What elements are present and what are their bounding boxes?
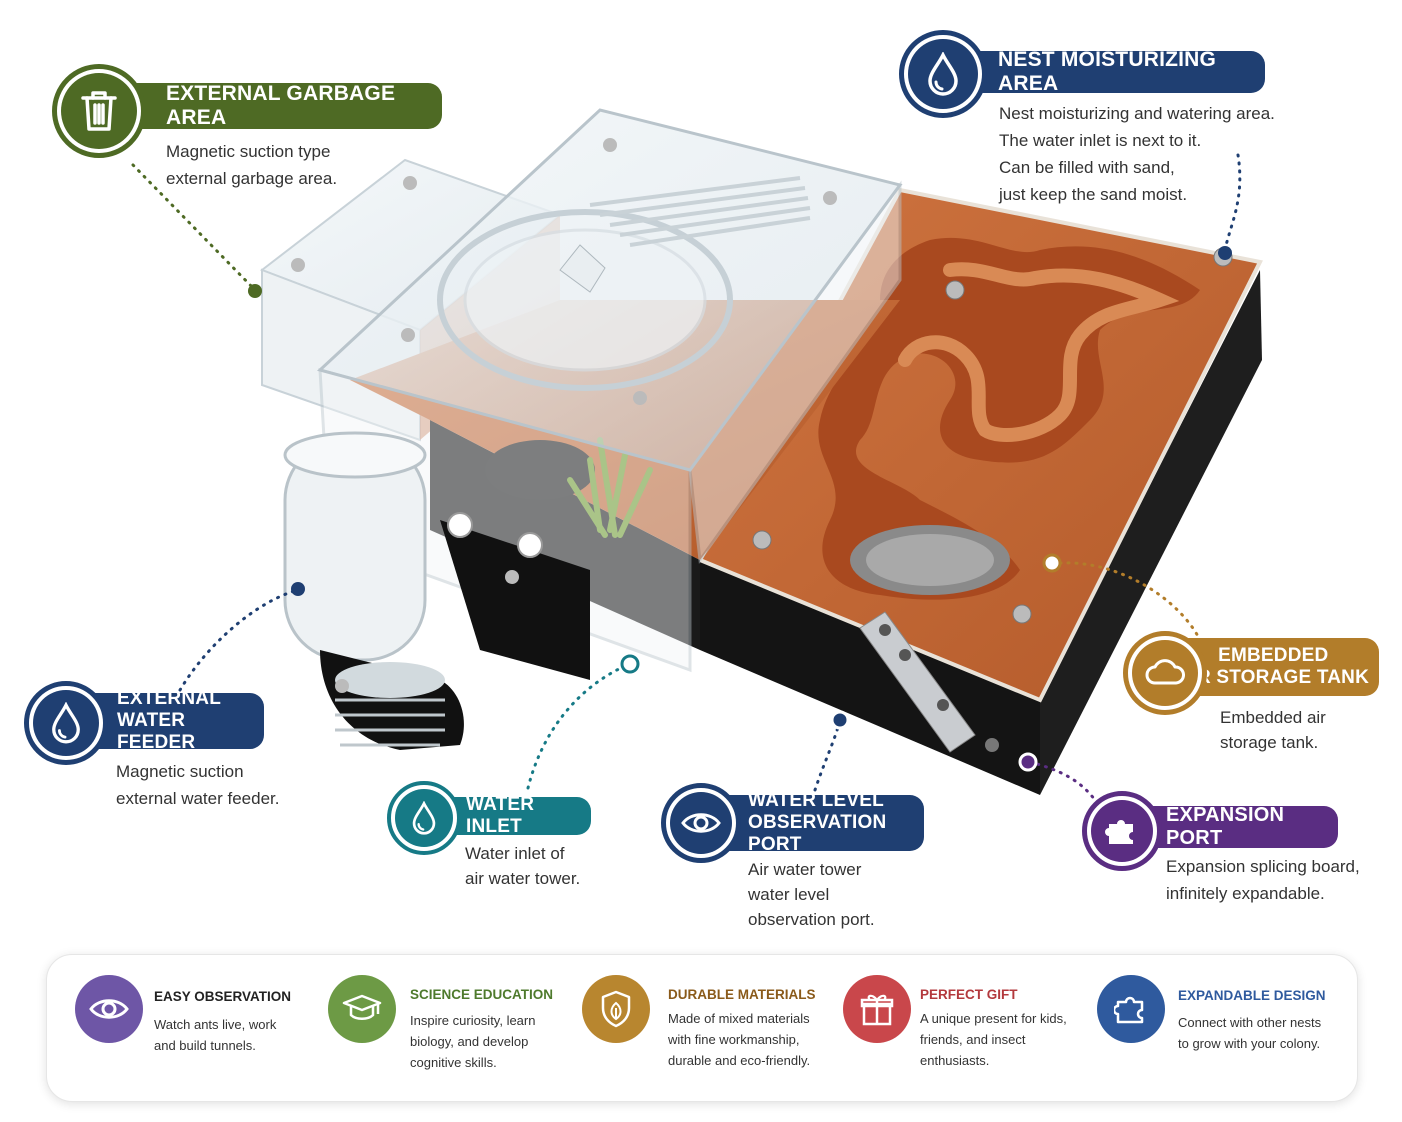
eye-icon <box>75 975 143 1043</box>
water-drop-icon <box>387 781 461 855</box>
graduation-cap-icon <box>328 975 396 1043</box>
feature-title: SCIENCE EDUCATION <box>410 987 554 1002</box>
waterlevel-description: Air water tower water level observation … <box>748 860 875 929</box>
airtank-description: Embedded air storage tank. <box>1220 708 1326 752</box>
trash-icon <box>52 64 146 158</box>
feature-text: Made of mixed materials with fine workma… <box>668 1011 811 1068</box>
expansion-description: Expansion splicing board, infinitely exp… <box>1166 857 1360 903</box>
nest-description: Nest moisturizing and watering area. The… <box>999 104 1275 204</box>
nest-title-pill: NEST MOISTURIZING AREA <box>950 48 1265 95</box>
waterlevel-title-pill: WATER LEVEL OBSERVATION PORT <box>705 790 924 855</box>
expansion-title: EXPANSION PORT <box>1166 804 1285 849</box>
feature-title: EASY OBSERVATION <box>154 989 292 1004</box>
puzzle-icon <box>1082 791 1162 871</box>
water-feeder-tower <box>283 431 590 750</box>
gift-icon <box>843 975 911 1043</box>
garbage-description: Magnetic suction type external garbage a… <box>166 142 338 188</box>
feature-title: DURABLE MATERIALS <box>668 987 816 1002</box>
eye-icon <box>661 783 741 863</box>
puzzle-icon <box>1097 975 1165 1043</box>
feature-title: EXPANDABLE DESIGN <box>1178 988 1326 1003</box>
inlet-title: WATER INLET <box>466 794 535 837</box>
feeder-description: Magnetic suction external water feeder. <box>116 762 280 808</box>
feature-text: Connect with other nests to grow with yo… <box>1178 1015 1322 1051</box>
garbage-title-pill: EXTERNAL GARBAGE AREA <box>118 82 442 129</box>
features-panel: EASY OBSERVATION Watch ants live, work a… <box>46 954 1358 1102</box>
garbage-title: EXTERNAL GARBAGE AREA <box>166 82 396 129</box>
shield-leaf-icon <box>582 975 650 1043</box>
feature-title: PERFECT GIFT <box>920 987 1018 1002</box>
water-drop-icon <box>899 30 987 118</box>
cloud-icon <box>1123 631 1207 715</box>
water-drop-icon <box>24 681 108 765</box>
acrylic-outworld <box>316 108 903 673</box>
feature-text: A unique present for kids, friends, and … <box>920 1011 1067 1068</box>
nest-title: NEST MOISTURIZING AREA <box>998 48 1217 95</box>
inlet-description: Water inlet of air water tower. <box>465 844 581 888</box>
feature-text: Inspire curiosity, learn biology, and de… <box>410 1013 536 1070</box>
feature-text: Watch ants live, work and build tunnels. <box>154 1017 277 1053</box>
